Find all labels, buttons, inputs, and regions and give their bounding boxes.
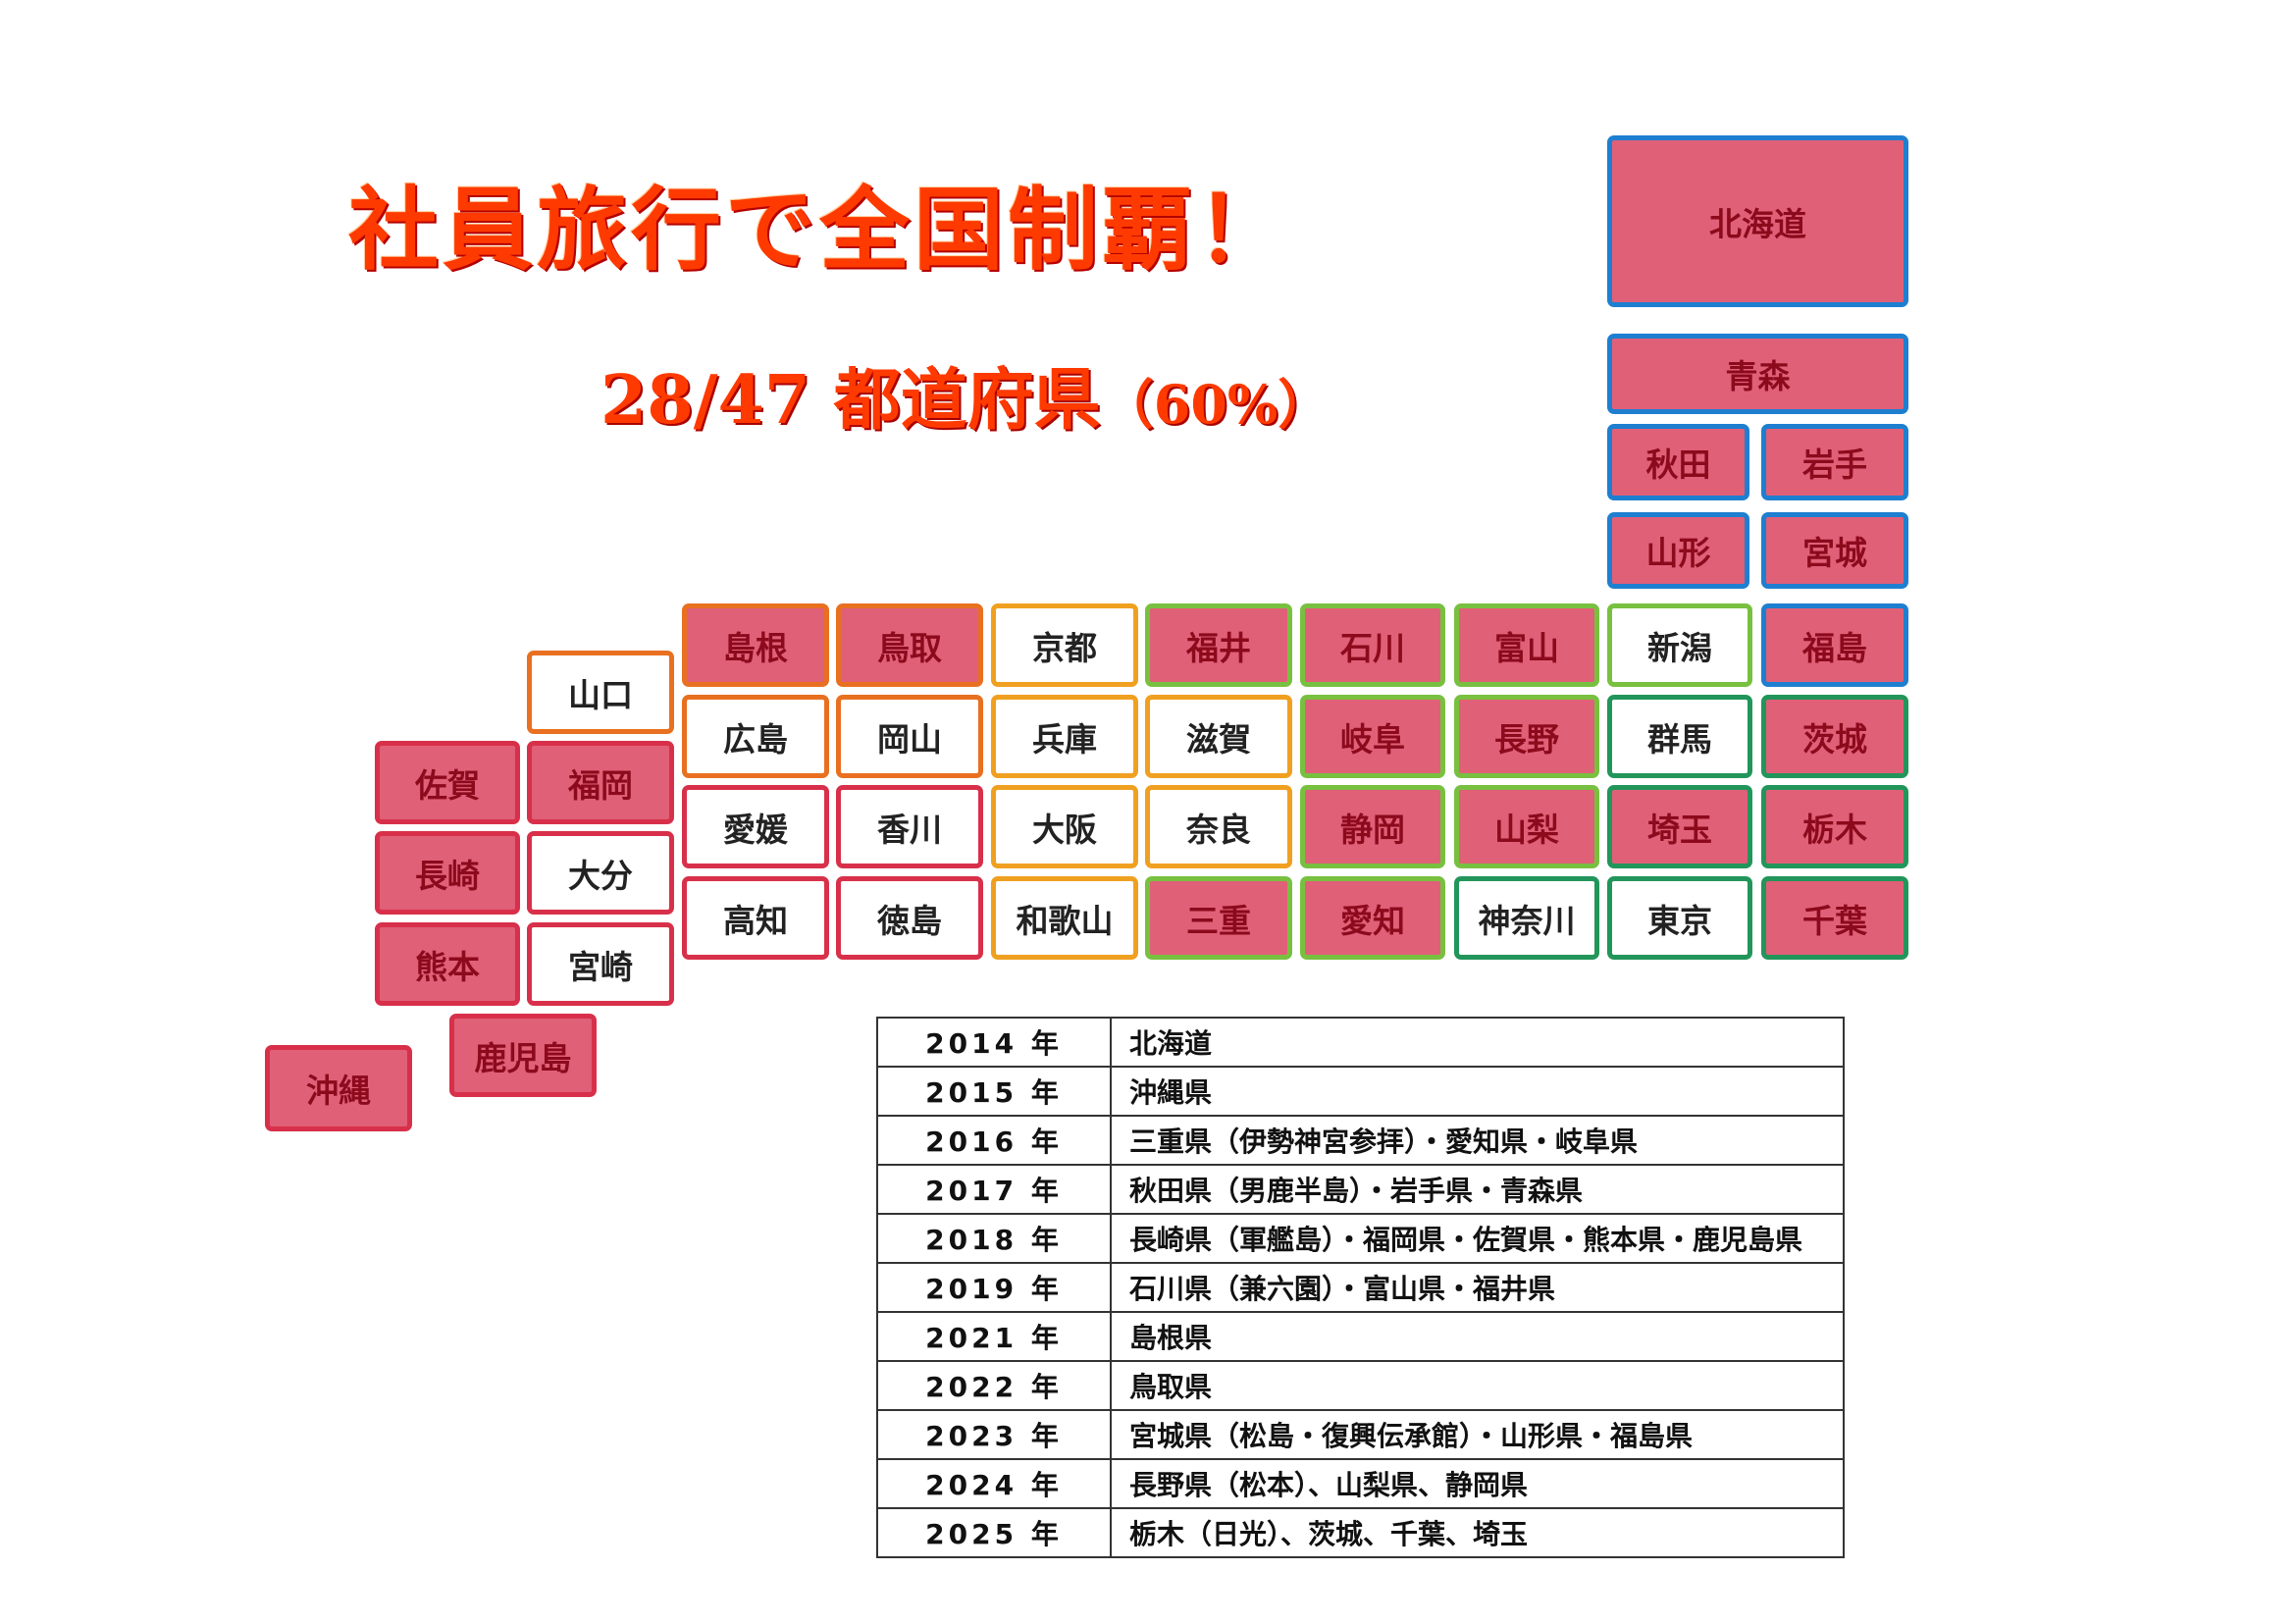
prefecture-tile: 和歌山 bbox=[991, 876, 1138, 960]
year-cell: 2025 年 bbox=[876, 1507, 1112, 1558]
prefecture-tile: 愛媛 bbox=[682, 785, 829, 868]
destination-cell: 沖縄県 bbox=[1110, 1066, 1845, 1117]
prefecture-tile: 福島 bbox=[1761, 603, 1908, 687]
prefecture-tile: 山形 bbox=[1607, 512, 1749, 589]
prefecture-tile: 静岡 bbox=[1300, 785, 1445, 868]
prefecture-tile: 岡山 bbox=[836, 695, 983, 778]
prefecture-tile: 島根 bbox=[682, 603, 829, 687]
prefecture-tile: 福井 bbox=[1145, 603, 1292, 687]
destination-cell: 石川県（兼六園）・富山県・福井県 bbox=[1110, 1262, 1845, 1313]
prefecture-tile: 山梨 bbox=[1454, 785, 1599, 868]
prefecture-tile: 山口 bbox=[527, 651, 674, 734]
prefecture-tile: 長野 bbox=[1454, 695, 1599, 778]
prefecture-tile: 青森 bbox=[1607, 334, 1908, 414]
table-row: 2024 年長野県（松本）、山梨県、静岡県 bbox=[876, 1458, 1845, 1509]
page-title: 社員旅行で全国制覇！ bbox=[348, 178, 1291, 283]
table-row: 2014 年北海道 bbox=[876, 1017, 1845, 1068]
table-row: 2019 年石川県（兼六園）・富山県・福井県 bbox=[876, 1262, 1845, 1313]
prefecture-tile: 長崎 bbox=[375, 831, 520, 915]
prefecture-tile: 奈良 bbox=[1145, 785, 1292, 868]
prefecture-tile: 佐賀 bbox=[375, 741, 520, 824]
year-cell: 2022 年 bbox=[876, 1360, 1112, 1411]
prefecture-tile: 岩手 bbox=[1761, 424, 1908, 500]
destination-cell: 北海道 bbox=[1110, 1017, 1845, 1068]
prefecture-tile: 新潟 bbox=[1607, 603, 1752, 687]
prefecture-tile: 熊本 bbox=[375, 922, 520, 1006]
prefecture-tile: 兵庫 bbox=[991, 695, 1138, 778]
prefecture-tile: 大阪 bbox=[991, 785, 1138, 868]
prefecture-tile: 秋田 bbox=[1607, 424, 1749, 500]
prefecture-tile: 宮崎 bbox=[527, 922, 674, 1006]
prefecture-tile: 千葉 bbox=[1761, 876, 1908, 960]
year-cell: 2018 年 bbox=[876, 1213, 1112, 1264]
table-row: 2025 年栃木（日光）、茨城、千葉、埼玉 bbox=[876, 1507, 1845, 1558]
table-row: 2023 年宮城県（松島・復興伝承館）・山形県・福島県 bbox=[876, 1409, 1845, 1460]
prefecture-tile: 徳島 bbox=[836, 876, 983, 960]
destination-cell: 島根県 bbox=[1110, 1311, 1845, 1362]
prefecture-tile: 福岡 bbox=[527, 741, 674, 824]
prefecture-tile: 高知 bbox=[682, 876, 829, 960]
year-cell: 2014 年 bbox=[876, 1017, 1112, 1068]
destination-cell: 宮城県（松島・復興伝承館）・山形県・福島県 bbox=[1110, 1409, 1845, 1460]
prefecture-tile: 愛知 bbox=[1300, 876, 1445, 960]
prefecture-tile: 栃木 bbox=[1761, 785, 1908, 868]
table-row: 2021 年島根県 bbox=[876, 1311, 1845, 1362]
progress-count: 28/47 都道府県 bbox=[600, 361, 1101, 440]
prefecture-tile: 石川 bbox=[1300, 603, 1445, 687]
prefecture-tile: 富山 bbox=[1454, 603, 1599, 687]
progress-subtitle: 28/47 都道府県（60%） bbox=[600, 345, 1331, 443]
prefecture-tile: 広島 bbox=[682, 695, 829, 778]
prefecture-tile: 沖縄 bbox=[265, 1045, 412, 1131]
destination-cell: 鳥取県 bbox=[1110, 1360, 1845, 1411]
prefecture-tile: 群馬 bbox=[1607, 695, 1752, 778]
table-row: 2017 年秋田県（男鹿半島）・岩手県・青森県 bbox=[876, 1164, 1845, 1215]
progress-percent: （60%） bbox=[1100, 373, 1331, 436]
prefecture-tile: 鳥取 bbox=[836, 603, 983, 687]
destination-cell: 長野県（松本）、山梨県、静岡県 bbox=[1110, 1458, 1845, 1509]
prefecture-tile: 岐阜 bbox=[1300, 695, 1445, 778]
prefecture-tile: 滋賀 bbox=[1145, 695, 1292, 778]
prefecture-tile: 三重 bbox=[1145, 876, 1292, 960]
table-row: 2016 年三重県（伊勢神宮参拝）・愛知県・岐阜県 bbox=[876, 1115, 1845, 1166]
prefecture-tile: 京都 bbox=[991, 603, 1138, 687]
destination-cell: 長崎県（軍艦島）・福岡県・佐賀県・熊本県・鹿児島県 bbox=[1110, 1213, 1845, 1264]
year-cell: 2016 年 bbox=[876, 1115, 1112, 1166]
year-cell: 2023 年 bbox=[876, 1409, 1112, 1460]
prefecture-tile: 茨城 bbox=[1761, 695, 1908, 778]
prefecture-tile: 埼玉 bbox=[1607, 785, 1752, 868]
table-row: 2018 年長崎県（軍艦島）・福岡県・佐賀県・熊本県・鹿児島県 bbox=[876, 1213, 1845, 1264]
destination-cell: 栃木（日光）、茨城、千葉、埼玉 bbox=[1110, 1507, 1845, 1558]
prefecture-tile: 香川 bbox=[836, 785, 983, 868]
prefecture-tile: 大分 bbox=[527, 831, 674, 915]
year-cell: 2021 年 bbox=[876, 1311, 1112, 1362]
destination-cell: 秋田県（男鹿半島）・岩手県・青森県 bbox=[1110, 1164, 1845, 1215]
prefecture-tile: 鹿児島 bbox=[449, 1014, 597, 1097]
year-cell: 2019 年 bbox=[876, 1262, 1112, 1313]
year-cell: 2024 年 bbox=[876, 1458, 1112, 1509]
prefecture-tile: 宮城 bbox=[1761, 512, 1908, 589]
prefecture-tile: 北海道 bbox=[1607, 135, 1908, 307]
prefecture-tile: 神奈川 bbox=[1454, 876, 1599, 960]
prefecture-tile: 東京 bbox=[1607, 876, 1752, 960]
table-row: 2015 年沖縄県 bbox=[876, 1066, 1845, 1117]
year-cell: 2017 年 bbox=[876, 1164, 1112, 1215]
destination-cell: 三重県（伊勢神宮参拝）・愛知県・岐阜県 bbox=[1110, 1115, 1845, 1166]
table-row: 2022 年鳥取県 bbox=[876, 1360, 1845, 1411]
year-cell: 2015 年 bbox=[876, 1066, 1112, 1117]
